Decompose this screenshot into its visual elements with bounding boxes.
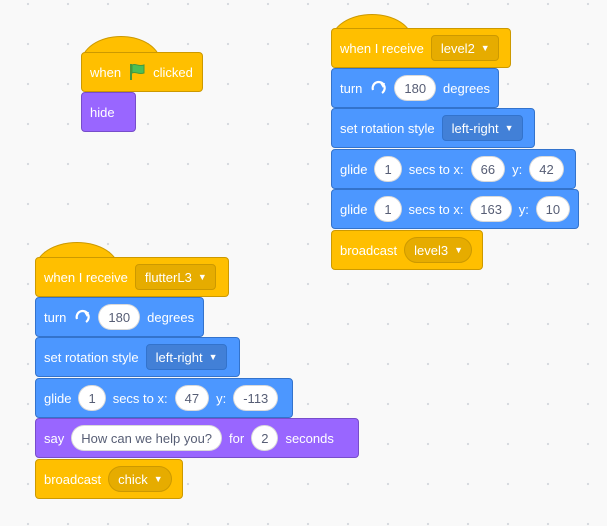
block-label: glide — [340, 201, 368, 217]
rotate-right-icon — [369, 79, 387, 97]
degrees-input[interactable]: 180 — [98, 304, 141, 330]
dropdown-value: level2 — [440, 40, 475, 56]
secs-input[interactable]: 1 — [374, 156, 402, 182]
turn-block[interactable]: turn 180 degrees — [35, 297, 204, 337]
chevron-down-icon: ▼ — [504, 123, 514, 133]
secs-input[interactable]: 1 — [374, 196, 402, 222]
block-label: degrees — [443, 80, 490, 96]
y-input[interactable]: -113 — [233, 385, 279, 411]
secs-input[interactable]: 2 — [251, 425, 279, 451]
block-label: say — [44, 430, 65, 446]
block-label: broadcast — [44, 471, 102, 487]
dropdown-value: flutterL3 — [144, 269, 192, 285]
block-label: clicked — [153, 64, 193, 80]
dropdown-value: left-right — [451, 120, 499, 136]
message-dropdown[interactable]: level2 ▼ — [430, 35, 499, 61]
block-label: turn — [340, 80, 363, 96]
block-label: y: — [512, 161, 523, 177]
block-label: hide — [90, 104, 115, 120]
rotation-style-dropdown[interactable]: left-right ▼ — [441, 115, 523, 141]
block-label: turn — [44, 309, 67, 325]
glide-block[interactable]: glide 1 secs to x: 163 y: 10 — [331, 189, 579, 229]
block-label: seconds — [285, 430, 334, 446]
rotation-style-dropdown[interactable]: left-right ▼ — [145, 344, 227, 370]
block-label: secs to x: — [112, 390, 168, 406]
block-label: glide — [44, 390, 72, 406]
message-text-input[interactable]: How can we help you? — [71, 425, 223, 451]
message-dropdown[interactable]: level3 ▼ — [404, 237, 472, 263]
x-input[interactable]: 66 — [470, 156, 506, 182]
block-label: secs to x: — [408, 161, 464, 177]
block-label: y: — [518, 201, 529, 217]
degrees-input[interactable]: 180 — [394, 75, 437, 101]
when-flag-clicked-block[interactable]: when clicked — [81, 52, 203, 92]
x-input[interactable]: 47 — [174, 385, 210, 411]
chevron-down-icon: ▼ — [480, 43, 490, 53]
secs-input[interactable]: 1 — [78, 385, 106, 411]
block-label: y: — [216, 390, 227, 406]
block-label: secs to x: — [408, 201, 464, 217]
say-for-secs-block[interactable]: say How can we help you? for 2 seconds — [35, 418, 359, 458]
y-input[interactable]: 10 — [535, 196, 570, 222]
set-rotation-style-block[interactable]: set rotation style left-right ▼ — [331, 108, 535, 148]
broadcast-block[interactable]: broadcast chick ▼ — [35, 459, 183, 499]
glide-block[interactable]: glide 1 secs to x: 47 y: -113 — [35, 378, 293, 418]
y-input[interactable]: 42 — [529, 156, 564, 182]
when-i-receive-block[interactable]: when I receive flutterL3 ▼ — [35, 257, 229, 297]
rotate-right-icon — [73, 308, 91, 326]
block-label: when I receive — [44, 269, 128, 285]
chevron-down-icon: ▼ — [153, 474, 163, 484]
set-rotation-style-block[interactable]: set rotation style left-right ▼ — [35, 337, 240, 377]
turn-block[interactable]: turn 180 degrees — [331, 68, 499, 108]
dropdown-value: left-right — [155, 349, 203, 365]
block-label: broadcast — [340, 242, 398, 258]
when-i-receive-block[interactable]: when I receive level2 ▼ — [331, 28, 511, 68]
chevron-down-icon: ▼ — [197, 272, 207, 282]
dropdown-value: chick — [118, 471, 148, 487]
block-label: for — [229, 430, 245, 446]
block-label: glide — [340, 161, 368, 177]
chevron-down-icon: ▼ — [208, 352, 218, 362]
green-flag-icon — [128, 63, 146, 81]
message-dropdown[interactable]: flutterL3 ▼ — [134, 264, 216, 290]
chevron-down-icon: ▼ — [454, 245, 463, 255]
x-input[interactable]: 163 — [470, 196, 512, 222]
block-label: when I receive — [340, 40, 424, 56]
hide-block[interactable]: hide — [81, 92, 136, 132]
block-label: set rotation style — [44, 349, 139, 365]
glide-block[interactable]: glide 1 secs to x: 66 y: 42 — [331, 149, 576, 189]
block-label: set rotation style — [340, 120, 435, 136]
dropdown-value: level3 — [414, 242, 449, 258]
broadcast-block[interactable]: broadcast level3 ▼ — [331, 230, 483, 270]
message-dropdown[interactable]: chick ▼ — [108, 466, 172, 492]
block-label: degrees — [147, 309, 195, 325]
block-label: when — [90, 64, 122, 80]
